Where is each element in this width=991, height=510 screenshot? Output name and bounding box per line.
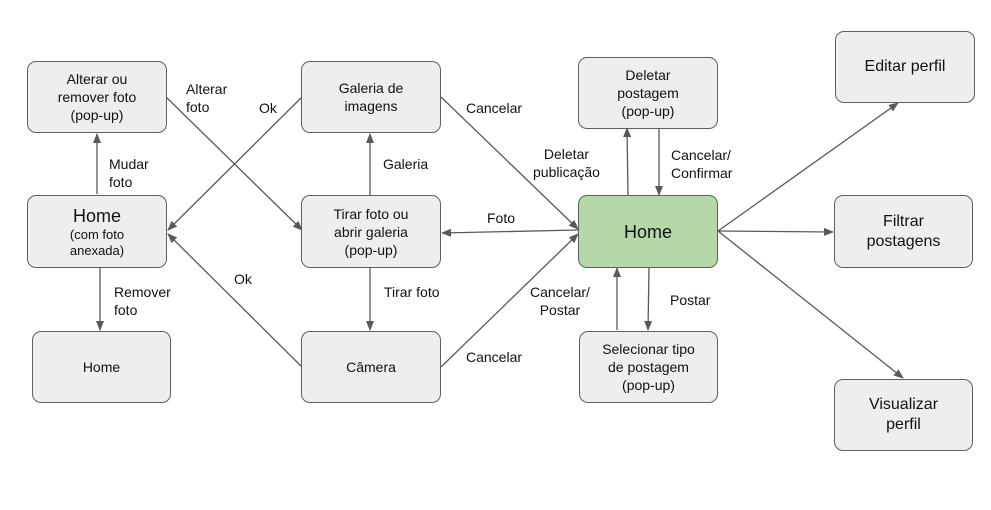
node-alterar-foto: Alterar ou remover foto (pop-up): [27, 61, 167, 133]
label-galeria: Galeria: [383, 156, 429, 172]
node-home-plain: Home: [32, 331, 171, 403]
arrow-editar-perfil: [708, 102, 899, 240]
node-filtrar-label: Filtrar postagens: [866, 212, 941, 250]
label-cancelar-camera: Cancelar: [466, 349, 523, 365]
arrow-visualizar-perfil: [708, 222, 904, 379]
node-home-com-foto-title: Home: [72, 205, 121, 226]
arrow-filtrar: [708, 226, 834, 236]
node-selecionar-tipo: Selecionar tipo de postagem (pop-up): [579, 331, 718, 403]
label-cancelar-confirmar: Cancelar/ Confirmar: [671, 147, 733, 181]
node-filtrar-postagens: Filtrar postagens: [834, 195, 973, 268]
label-ok-top: Ok: [259, 100, 277, 116]
label-tirar-foto: Tirar foto: [384, 284, 440, 300]
node-tirar-foto: Tirar foto ou abrir galeria (pop-up): [301, 195, 441, 268]
label-foto: Foto: [487, 210, 516, 226]
arrow-foto: [441, 228, 579, 237]
label-alterar-foto: Alterar foto: [186, 81, 228, 115]
arrow-cancelar-galeria: [440, 96, 579, 230]
arrow-ok-galeria: [167, 96, 303, 231]
node-deletar-postagem: Deletar postagem (pop-up): [578, 57, 718, 129]
label-ok-bottom: Ok: [234, 271, 252, 287]
label-mudar-foto: Mudar foto: [109, 156, 149, 190]
arrow-alterar-foto: [165, 96, 303, 231]
node-home-com-foto: Home (com foto anexada): [27, 195, 167, 268]
label-remover-foto: Remover foto: [114, 284, 171, 318]
arrow-cancelar-camera: [440, 233, 579, 368]
arrow-postar: [644, 267, 653, 331]
node-visualizar-label: Visualizar perfil: [868, 396, 939, 433]
node-home-com-foto-subtitle: (com foto anexada): [69, 226, 125, 258]
label-cancelar-galeria: Cancelar: [466, 100, 523, 116]
arrow-deletar-publicacao: [623, 127, 632, 196]
node-home-main: Home: [578, 195, 718, 268]
arrow-ok-camera: [167, 233, 303, 368]
label-postar: Postar: [670, 292, 711, 308]
node-camera: Câmera: [301, 331, 441, 403]
label-deletar-publicacao: Deletar publicação: [533, 146, 600, 180]
node-galeria-imagens: Galeria de imagens: [301, 61, 441, 133]
label-cancelar-postar: Cancelar/ Postar: [530, 284, 590, 318]
node-visualizar-perfil: Visualizar perfil: [834, 379, 973, 451]
node-editar-perfil-label: Editar perfil: [864, 58, 946, 75]
node-editar-perfil: Editar perfil: [835, 31, 975, 103]
node-home-main-label: Home: [623, 221, 672, 242]
